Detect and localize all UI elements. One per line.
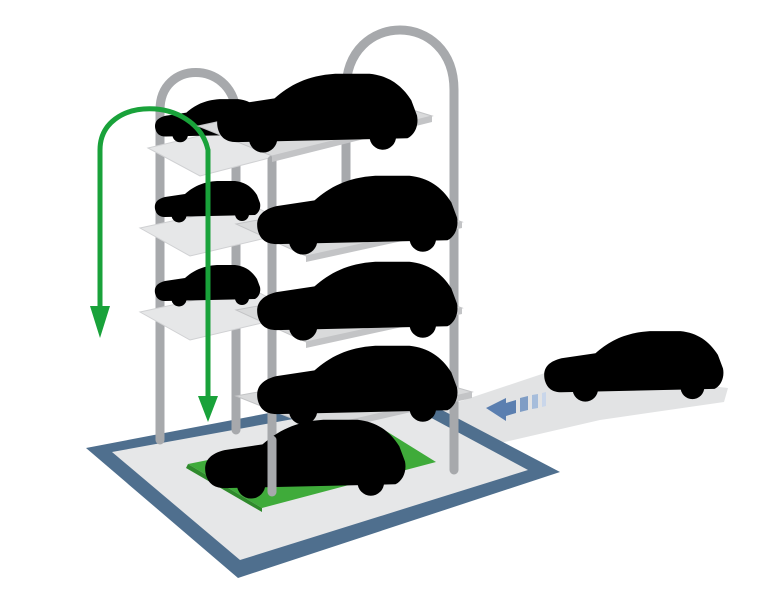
entry-arrow-icon: [486, 392, 546, 421]
rotation-arrow-icon: [90, 106, 218, 422]
